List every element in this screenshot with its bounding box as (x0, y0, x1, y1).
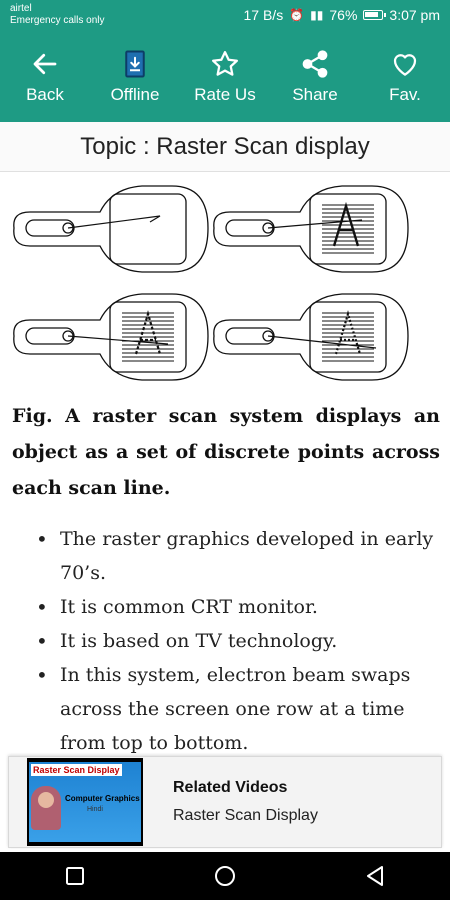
favorite-button[interactable]: Fav. (360, 32, 450, 122)
crt-diagram-4 (213, 293, 409, 381)
triangle-back-icon (367, 866, 383, 886)
bullet-list: The raster graphics developed in early 7… (36, 522, 440, 760)
list-item: It is based on TV technology. (36, 624, 440, 658)
toolbar: Back Offline Rate Us Share Fav. (0, 32, 450, 122)
status-bar: airtel Emergency calls only 17 B/s ⏰ ▮▮ … (0, 0, 450, 32)
crt-diagram-1 (13, 185, 209, 273)
crt-diagram-2 (213, 185, 409, 273)
related-text: Related Videos Raster Scan Display (173, 779, 318, 825)
battery-percent: 76% (329, 7, 358, 23)
arrow-left-icon (33, 53, 57, 75)
carrier-note: Emergency calls only (10, 15, 105, 26)
back-button[interactable]: Back (0, 32, 90, 122)
square-icon (66, 867, 84, 885)
topic-title: Topic : Raster Scan display (0, 122, 450, 172)
thumbnail-language: Hindi (87, 806, 103, 813)
battery-icon (363, 10, 387, 20)
raster-scan-figure (13, 185, 409, 381)
list-item: In this system, electron beam swaps acro… (36, 658, 440, 760)
favorite-label: Fav. (389, 85, 421, 104)
related-heading: Related Videos (173, 779, 288, 796)
alarm-icon: ⏰ (289, 8, 305, 22)
crt-diagram-3 (13, 293, 209, 381)
list-item: The raster graphics developed in early 7… (36, 522, 440, 590)
heart-icon (393, 54, 417, 76)
video-thumbnail[interactable]: Raster Scan Display Computer Graphics Hi… (27, 758, 143, 846)
clock: 3:07 pm (389, 7, 440, 23)
signal-icon: ▮▮ (310, 8, 324, 22)
download-document-icon (125, 50, 145, 78)
circle-icon (215, 866, 235, 886)
home-button[interactable] (195, 856, 255, 896)
share-label: Share (292, 85, 338, 104)
presenter-avatar (31, 786, 61, 830)
figure-caption: Fig. A raster scan system displays an ob… (12, 405, 440, 499)
rate-us-label: Rate Us (194, 85, 256, 104)
network-speed: 17 B/s (243, 7, 284, 23)
share-button[interactable]: Share (270, 32, 360, 122)
back-nav-button[interactable] (345, 856, 405, 896)
offline-label: Offline (110, 85, 160, 104)
carrier-name: airtel (10, 3, 32, 14)
status-right: 17 B/s ⏰ ▮▮ 76% 3:07 pm (244, 7, 441, 23)
star-icon (212, 51, 238, 76)
related-subtitle: Raster Scan Display (173, 807, 318, 824)
share-icon (302, 50, 328, 78)
back-label: Back (26, 85, 64, 104)
thumbnail-subtitle: Computer Graphics (65, 794, 140, 803)
carrier-info: airtel Emergency calls only (10, 3, 104, 27)
recent-apps-button[interactable] (45, 856, 105, 896)
list-item: It is common CRT monitor. (36, 590, 440, 624)
rate-us-button[interactable]: Rate Us (180, 32, 270, 122)
system-nav-bar (0, 852, 450, 900)
thumbnail-title: Raster Scan Display (31, 764, 122, 776)
offline-button[interactable]: Offline (90, 32, 180, 122)
related-videos-card[interactable]: Raster Scan Display Computer Graphics Hi… (8, 756, 442, 848)
